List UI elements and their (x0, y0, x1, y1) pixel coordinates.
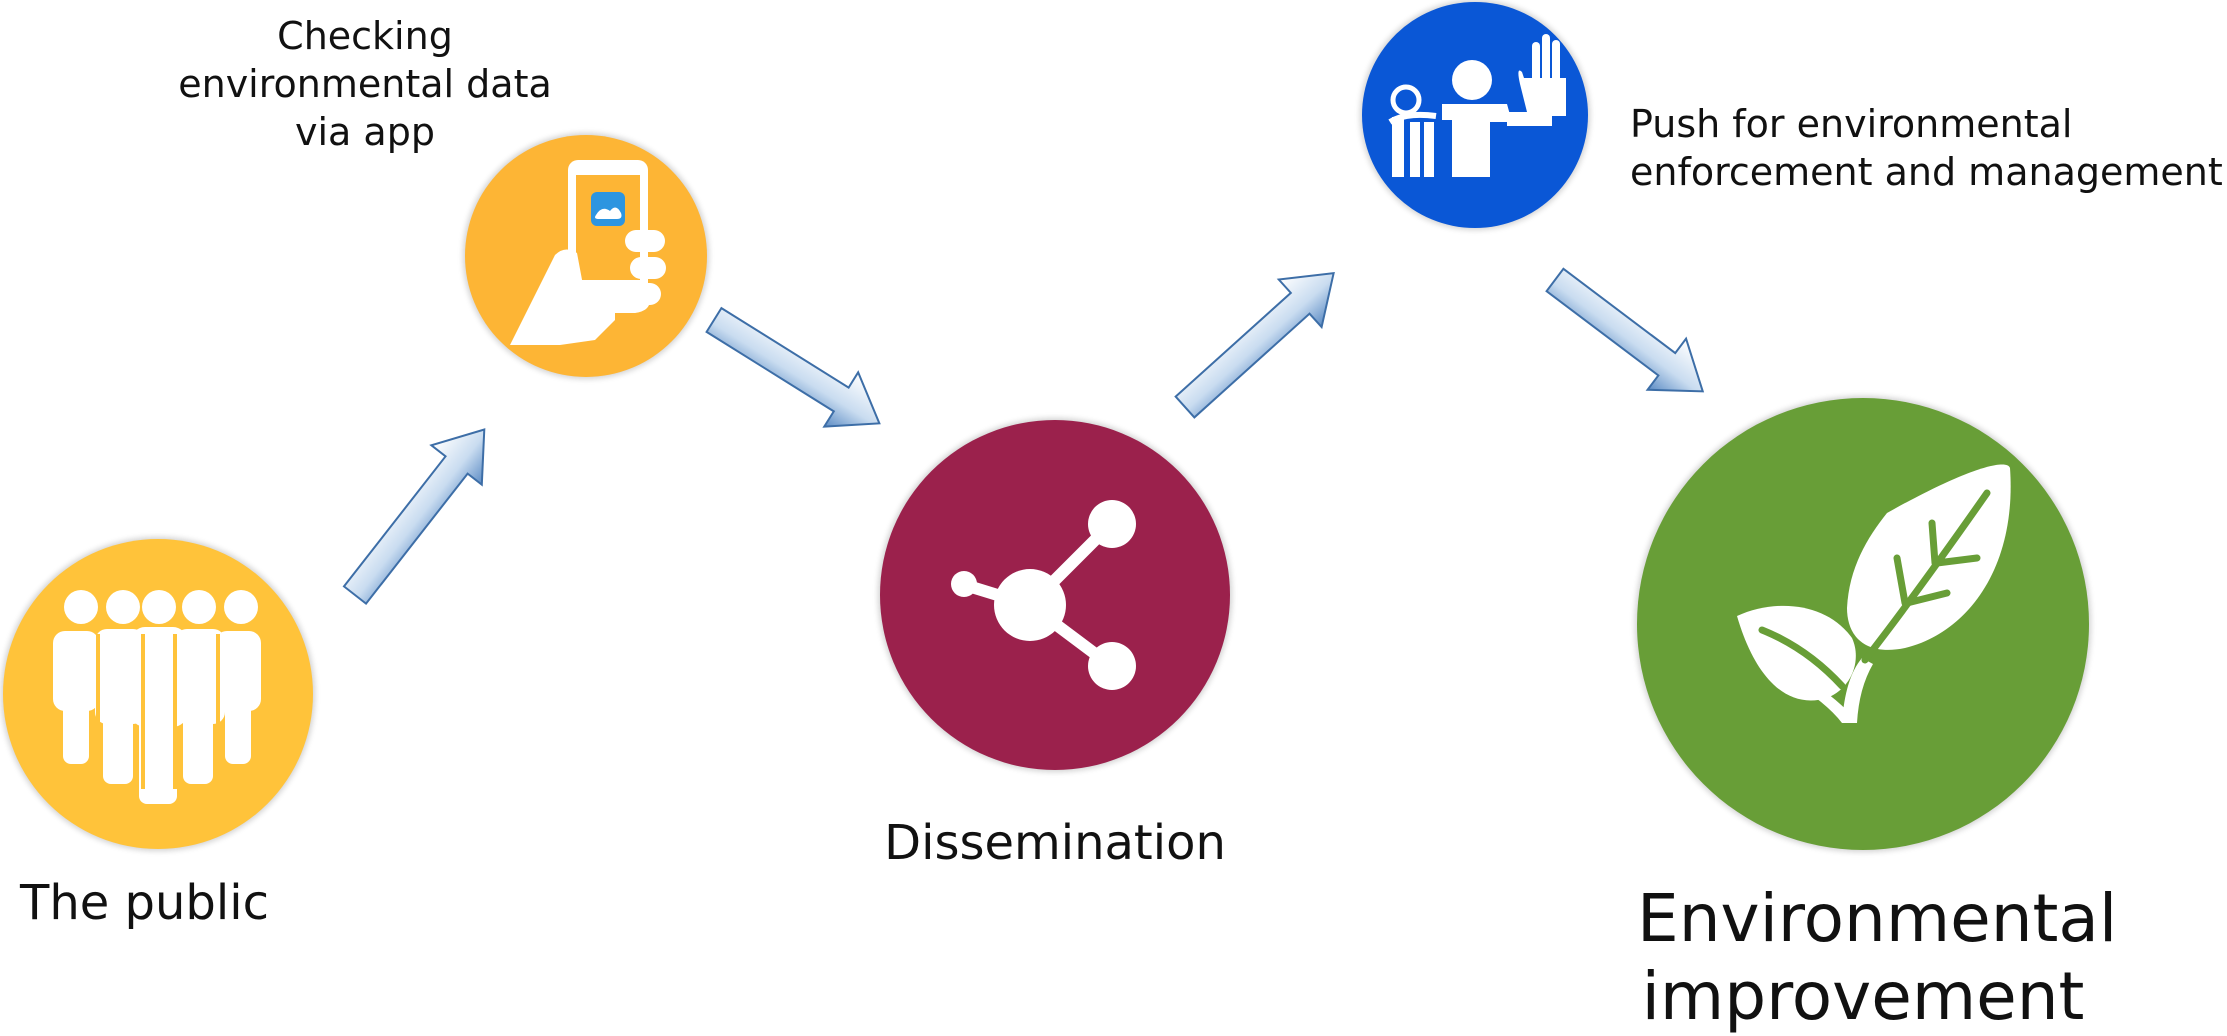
step-enforcement-circle (1362, 2, 1588, 228)
step-public-label: The public (20, 875, 269, 931)
leaf-sprout-icon (1737, 464, 2011, 723)
people-group-icon (53, 590, 261, 804)
step-dissemination-label: Dissemination (884, 815, 1226, 871)
step-public-circle (3, 539, 313, 849)
step-dissemination-circle (880, 420, 1230, 770)
arrow-enforcement-to-improvement (1545, 267, 1705, 393)
step-app-circle (465, 135, 707, 377)
arrow-app-to-dissemination (705, 306, 881, 428)
step-enforcement-label: Push for environmental enforcement and m… (1630, 102, 2223, 194)
arrow-public-to-app (342, 428, 486, 606)
share-icon (951, 500, 1136, 690)
step-improvement-label: Environmental improvement (1637, 880, 2118, 1035)
step-improvement-circle (1637, 398, 2089, 850)
step-app-label: Checking environmental data via app (178, 14, 552, 154)
stop-hand-icon (1388, 34, 1566, 177)
hand-phone-icon (510, 160, 666, 345)
arrow-dissemination-to-enforcement (1174, 272, 1335, 419)
